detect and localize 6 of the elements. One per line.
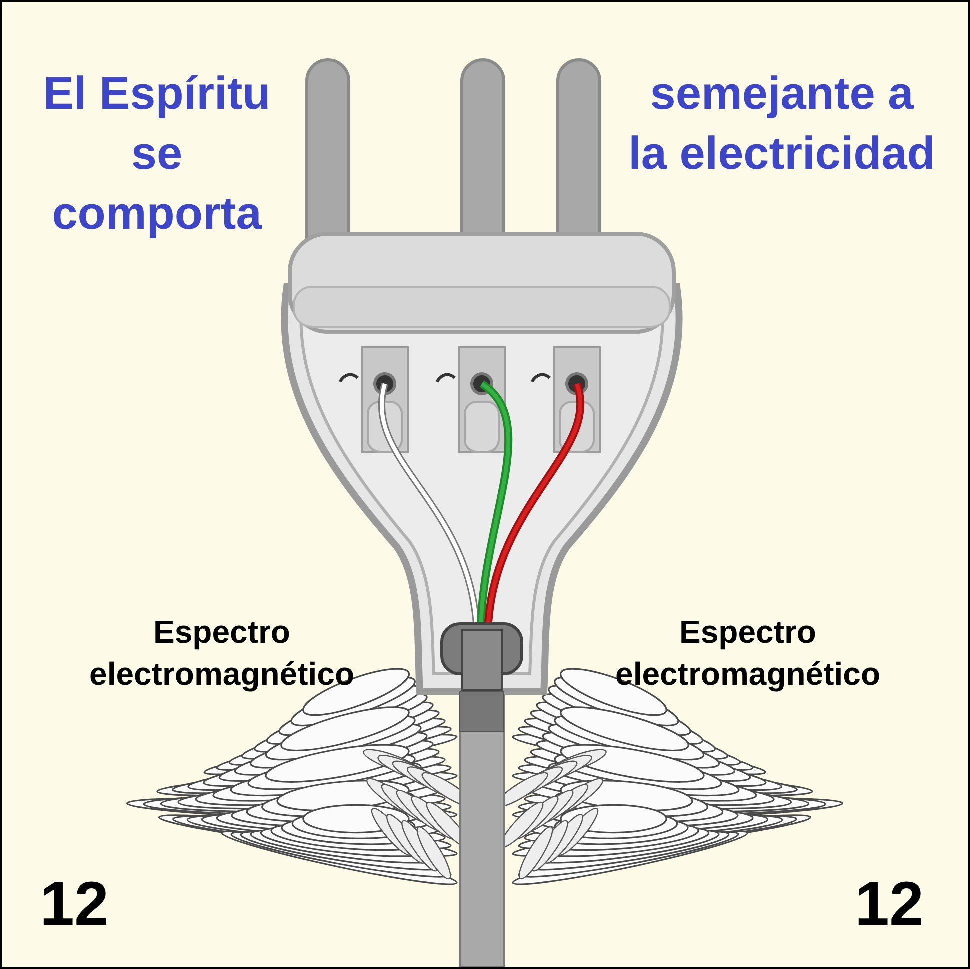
heading-text: semejante a la electricidad [628, 66, 936, 181]
page-number: 12 [854, 874, 925, 936]
caption-text: Espectro electromagnético [614, 613, 882, 694]
page-number: 12 [39, 874, 110, 936]
heading-text: El Espíritu se comporta [42, 66, 272, 241]
caption-text: Espectro electromagnético [88, 613, 356, 694]
